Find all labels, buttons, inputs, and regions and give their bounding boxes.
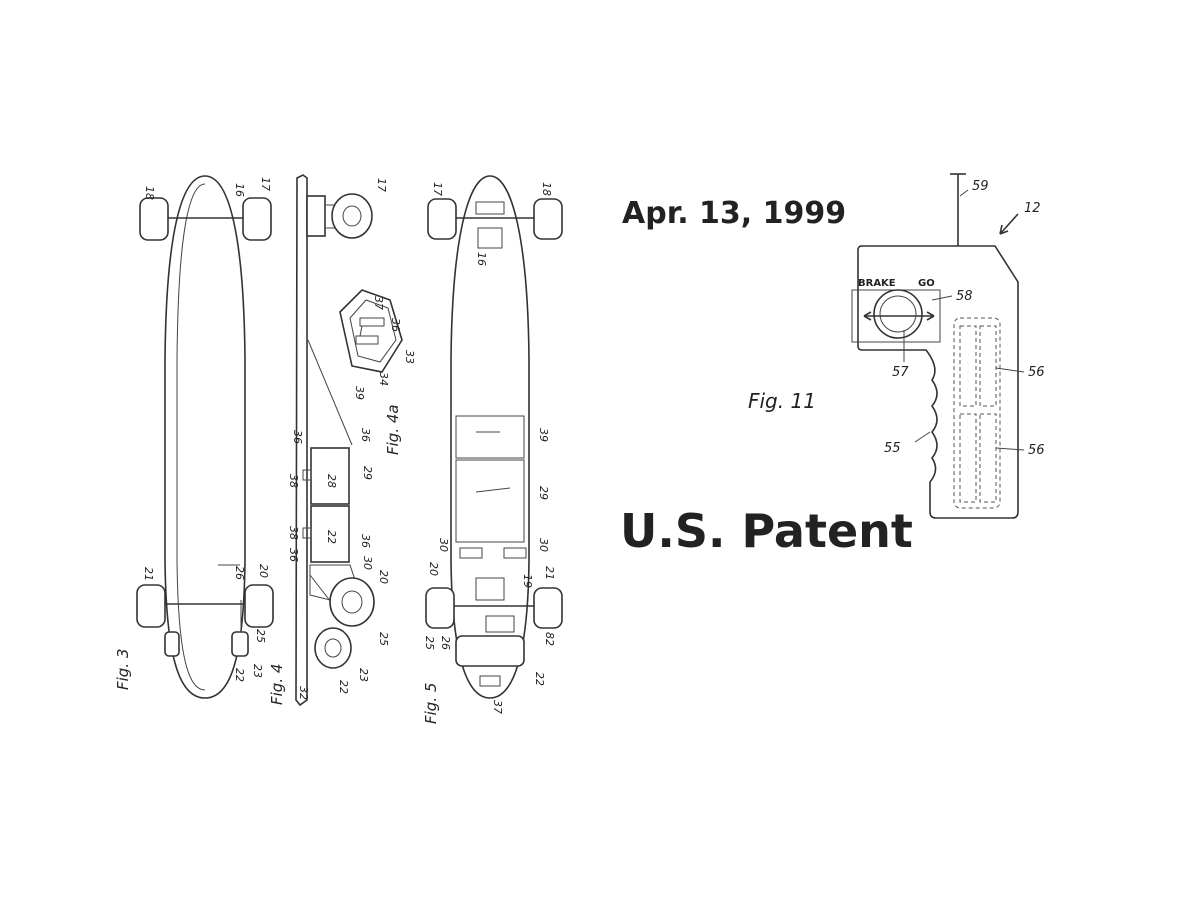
numeral-30: 30 bbox=[437, 538, 450, 552]
numeral-17: 17 bbox=[375, 178, 388, 192]
numeral-33: 33 bbox=[403, 350, 416, 364]
numeral-36: 36 bbox=[291, 430, 304, 444]
numeral-55: 55 bbox=[884, 441, 901, 456]
figure-5-numerals: 17 18 16 39 29 30 30 20 19 21 25 26 82 2… bbox=[423, 182, 556, 714]
numeral-38: 38 bbox=[287, 474, 300, 488]
numeral-16: 16 bbox=[233, 183, 246, 197]
figure-3-label: Fig. 3 bbox=[114, 649, 132, 690]
numeral-25: 25 bbox=[254, 629, 267, 643]
numeral-17: 17 bbox=[431, 182, 444, 196]
numeral-25: 25 bbox=[423, 636, 436, 650]
numeral-34: 34 bbox=[377, 372, 390, 386]
numeral-19: 19 bbox=[521, 574, 534, 588]
numeral-20: 20 bbox=[427, 562, 440, 576]
patent-label: U.S. Patent bbox=[620, 504, 913, 558]
numeral-21: 21 bbox=[543, 566, 556, 580]
numeral-16: 16 bbox=[475, 252, 488, 266]
numeral-82: 82 bbox=[543, 632, 556, 646]
numeral-18: 18 bbox=[540, 182, 553, 196]
brake-label: BRAKE bbox=[858, 278, 896, 289]
numeral-30: 30 bbox=[361, 556, 374, 570]
numeral-21: 21 bbox=[142, 567, 155, 581]
numeral-28: 28 bbox=[325, 474, 338, 488]
numeral-37: 37 bbox=[491, 700, 504, 714]
numeral-20: 20 bbox=[377, 570, 390, 584]
numeral-56: 56 bbox=[1028, 365, 1045, 380]
numeral-36d: 36 bbox=[359, 534, 372, 548]
figure-4-side-view bbox=[295, 174, 375, 707]
numeral-36c: 36 bbox=[287, 548, 300, 562]
numeral-36b: 36 bbox=[359, 428, 372, 442]
numeral-56b: 56 bbox=[1028, 443, 1045, 458]
numeral-39: 39 bbox=[353, 386, 366, 400]
numeral-38b: 38 bbox=[287, 526, 300, 540]
figure-11-remote-control bbox=[851, 173, 1025, 519]
numeral-12: 12 bbox=[1024, 201, 1041, 216]
figure-5-label: Fig. 5 bbox=[422, 683, 440, 724]
figure-11-label: Fig. 11 bbox=[748, 389, 816, 413]
numeral-29: 29 bbox=[537, 486, 550, 500]
numeral-22b: 22 bbox=[337, 680, 350, 694]
numeral-22: 22 bbox=[533, 672, 546, 686]
numeral-22: 22 bbox=[233, 668, 246, 682]
numeral-26: 26 bbox=[233, 566, 246, 580]
numeral-22: 22 bbox=[325, 530, 338, 544]
numeral-32: 32 bbox=[297, 686, 310, 700]
numeral-20: 20 bbox=[257, 564, 270, 578]
numeral-29: 29 bbox=[361, 466, 374, 480]
numeral-18: 18 bbox=[143, 186, 156, 200]
figure-5-bottom-view bbox=[425, 175, 563, 699]
figure-4-label: Fig. 4 bbox=[268, 664, 286, 705]
numeral-23: 23 bbox=[357, 668, 370, 682]
numeral-58: 58 bbox=[956, 289, 973, 304]
figure-4a-numerals: 37 36 34 33 bbox=[372, 296, 416, 386]
numeral-59: 59 bbox=[972, 179, 989, 194]
figure-4a-battery-detail bbox=[339, 289, 403, 373]
numeral-26: 26 bbox=[439, 636, 452, 650]
numeral-25: 25 bbox=[377, 632, 390, 646]
figure-3-numerals: 18 16 17 21 26 20 25 22 23 bbox=[142, 177, 272, 682]
numeral-39: 39 bbox=[537, 428, 550, 442]
figure-11-numerals: 59 12 58 57 56 56 55 bbox=[884, 179, 1045, 458]
patent-date: Apr. 13, 1999 bbox=[622, 196, 846, 231]
numeral-36: 36 bbox=[389, 318, 402, 332]
numeral-17: 17 bbox=[259, 177, 272, 191]
go-label: GO bbox=[918, 278, 935, 289]
numeral-30b: 30 bbox=[537, 538, 550, 552]
figure-4a-label: Fig. 4a bbox=[384, 404, 402, 455]
numeral-23: 23 bbox=[251, 664, 264, 678]
numeral-57: 57 bbox=[892, 365, 909, 380]
numeral-37: 37 bbox=[372, 296, 385, 310]
figure-4-numerals: 17 39 36 36 38 28 29 38 22 36 36 30 20 2… bbox=[287, 178, 390, 700]
figure-3-top-view bbox=[136, 175, 274, 699]
